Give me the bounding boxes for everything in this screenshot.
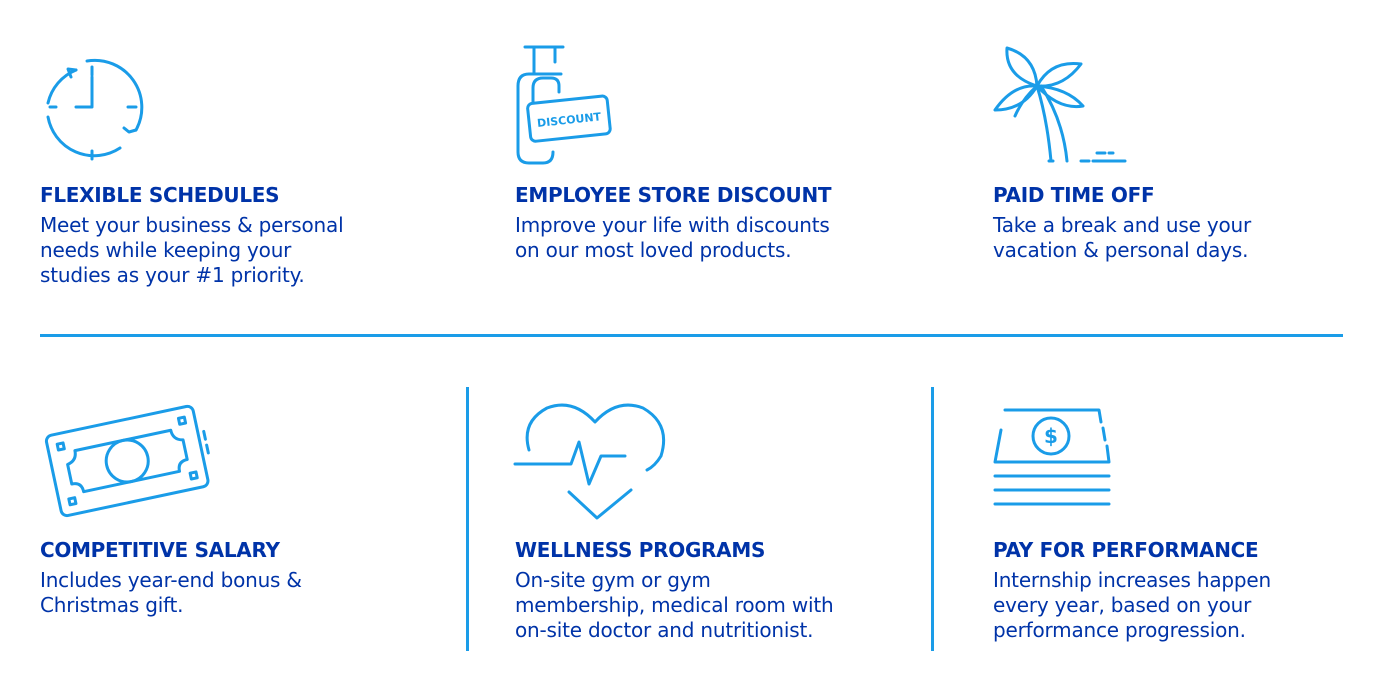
benefit-paid-time-off: PAID TIME OFF Take a break and use your … — [993, 44, 1393, 263]
heart-pulse-icon — [513, 403, 666, 520]
banknote-icon — [44, 404, 210, 518]
svg-text:DISCOUNT: DISCOUNT — [536, 110, 602, 130]
column-divider-right — [931, 387, 934, 651]
benefit-competitive-salary: COMPETITIVE SALARY Includes year-end bon… — [40, 400, 440, 618]
benefit-title: COMPETITIVE SALARY — [40, 538, 280, 562]
clock-icon — [46, 58, 144, 161]
benefit-title: PAY FOR PERFORMANCE — [993, 538, 1259, 562]
column-divider-left — [466, 387, 469, 651]
benefit-flexible-schedules: FLEXIBLE SCHEDULES Meet your business & … — [40, 55, 440, 288]
benefit-title: PAID TIME OFF — [993, 183, 1155, 207]
benefit-title: WELLNESS PROGRAMS — [515, 538, 766, 562]
benefit-description: On-site gym or gym membership, medical r… — [515, 568, 834, 642]
benefit-description: Includes year-end bonus & Christmas gift… — [40, 568, 302, 617]
benefit-description: Take a break and use your vacation & per… — [993, 213, 1251, 262]
benefit-pay-for-performance: $ PAY FOR PERFORMANCE Internship increas… — [993, 400, 1393, 643]
money-stack-icon: $ — [993, 408, 1111, 506]
section-divider — [40, 334, 1343, 337]
benefit-description: Internship increases happen every year, … — [993, 568, 1271, 642]
benefit-title: EMPLOYEE STORE DISCOUNT — [515, 183, 832, 207]
benefit-wellness-programs: WELLNESS PROGRAMS On-site gym or gym mem… — [513, 400, 915, 643]
benefit-description: Improve your life with discounts on our … — [515, 213, 830, 262]
benefit-title: FLEXIBLE SCHEDULES — [40, 183, 280, 207]
palm-tree-icon — [993, 46, 1127, 163]
svg-text:$: $ — [1044, 424, 1058, 448]
benefit-description: Meet your business & personal needs whil… — [40, 213, 344, 287]
benefit-employee-store-discount: DISCOUNT EMPLOYEE STORE DISCOUNT Improve… — [515, 44, 915, 263]
luggage-discount-icon: DISCOUNT — [516, 45, 612, 165]
